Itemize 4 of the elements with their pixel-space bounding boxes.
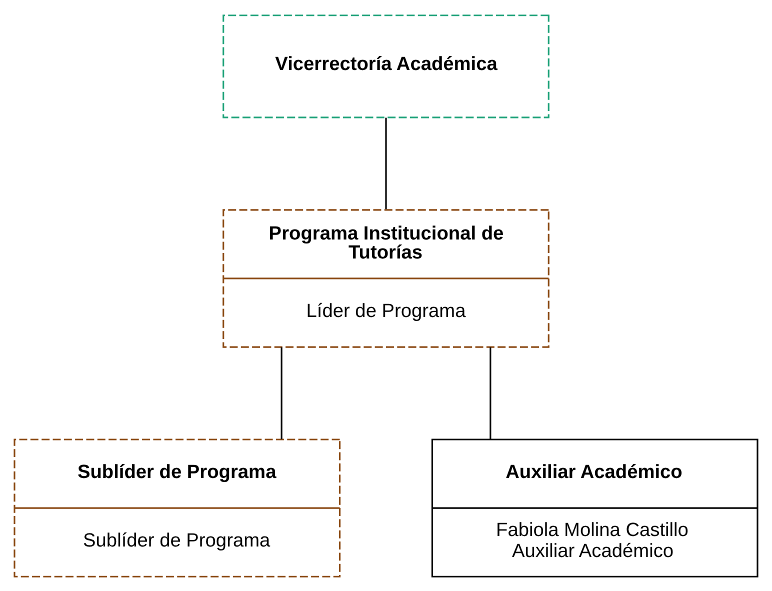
connector: [385, 117, 387, 209]
node-box: Vicerrectoría Académica: [222, 14, 550, 118]
connector: [490, 346, 492, 439]
connector: [280, 346, 282, 439]
